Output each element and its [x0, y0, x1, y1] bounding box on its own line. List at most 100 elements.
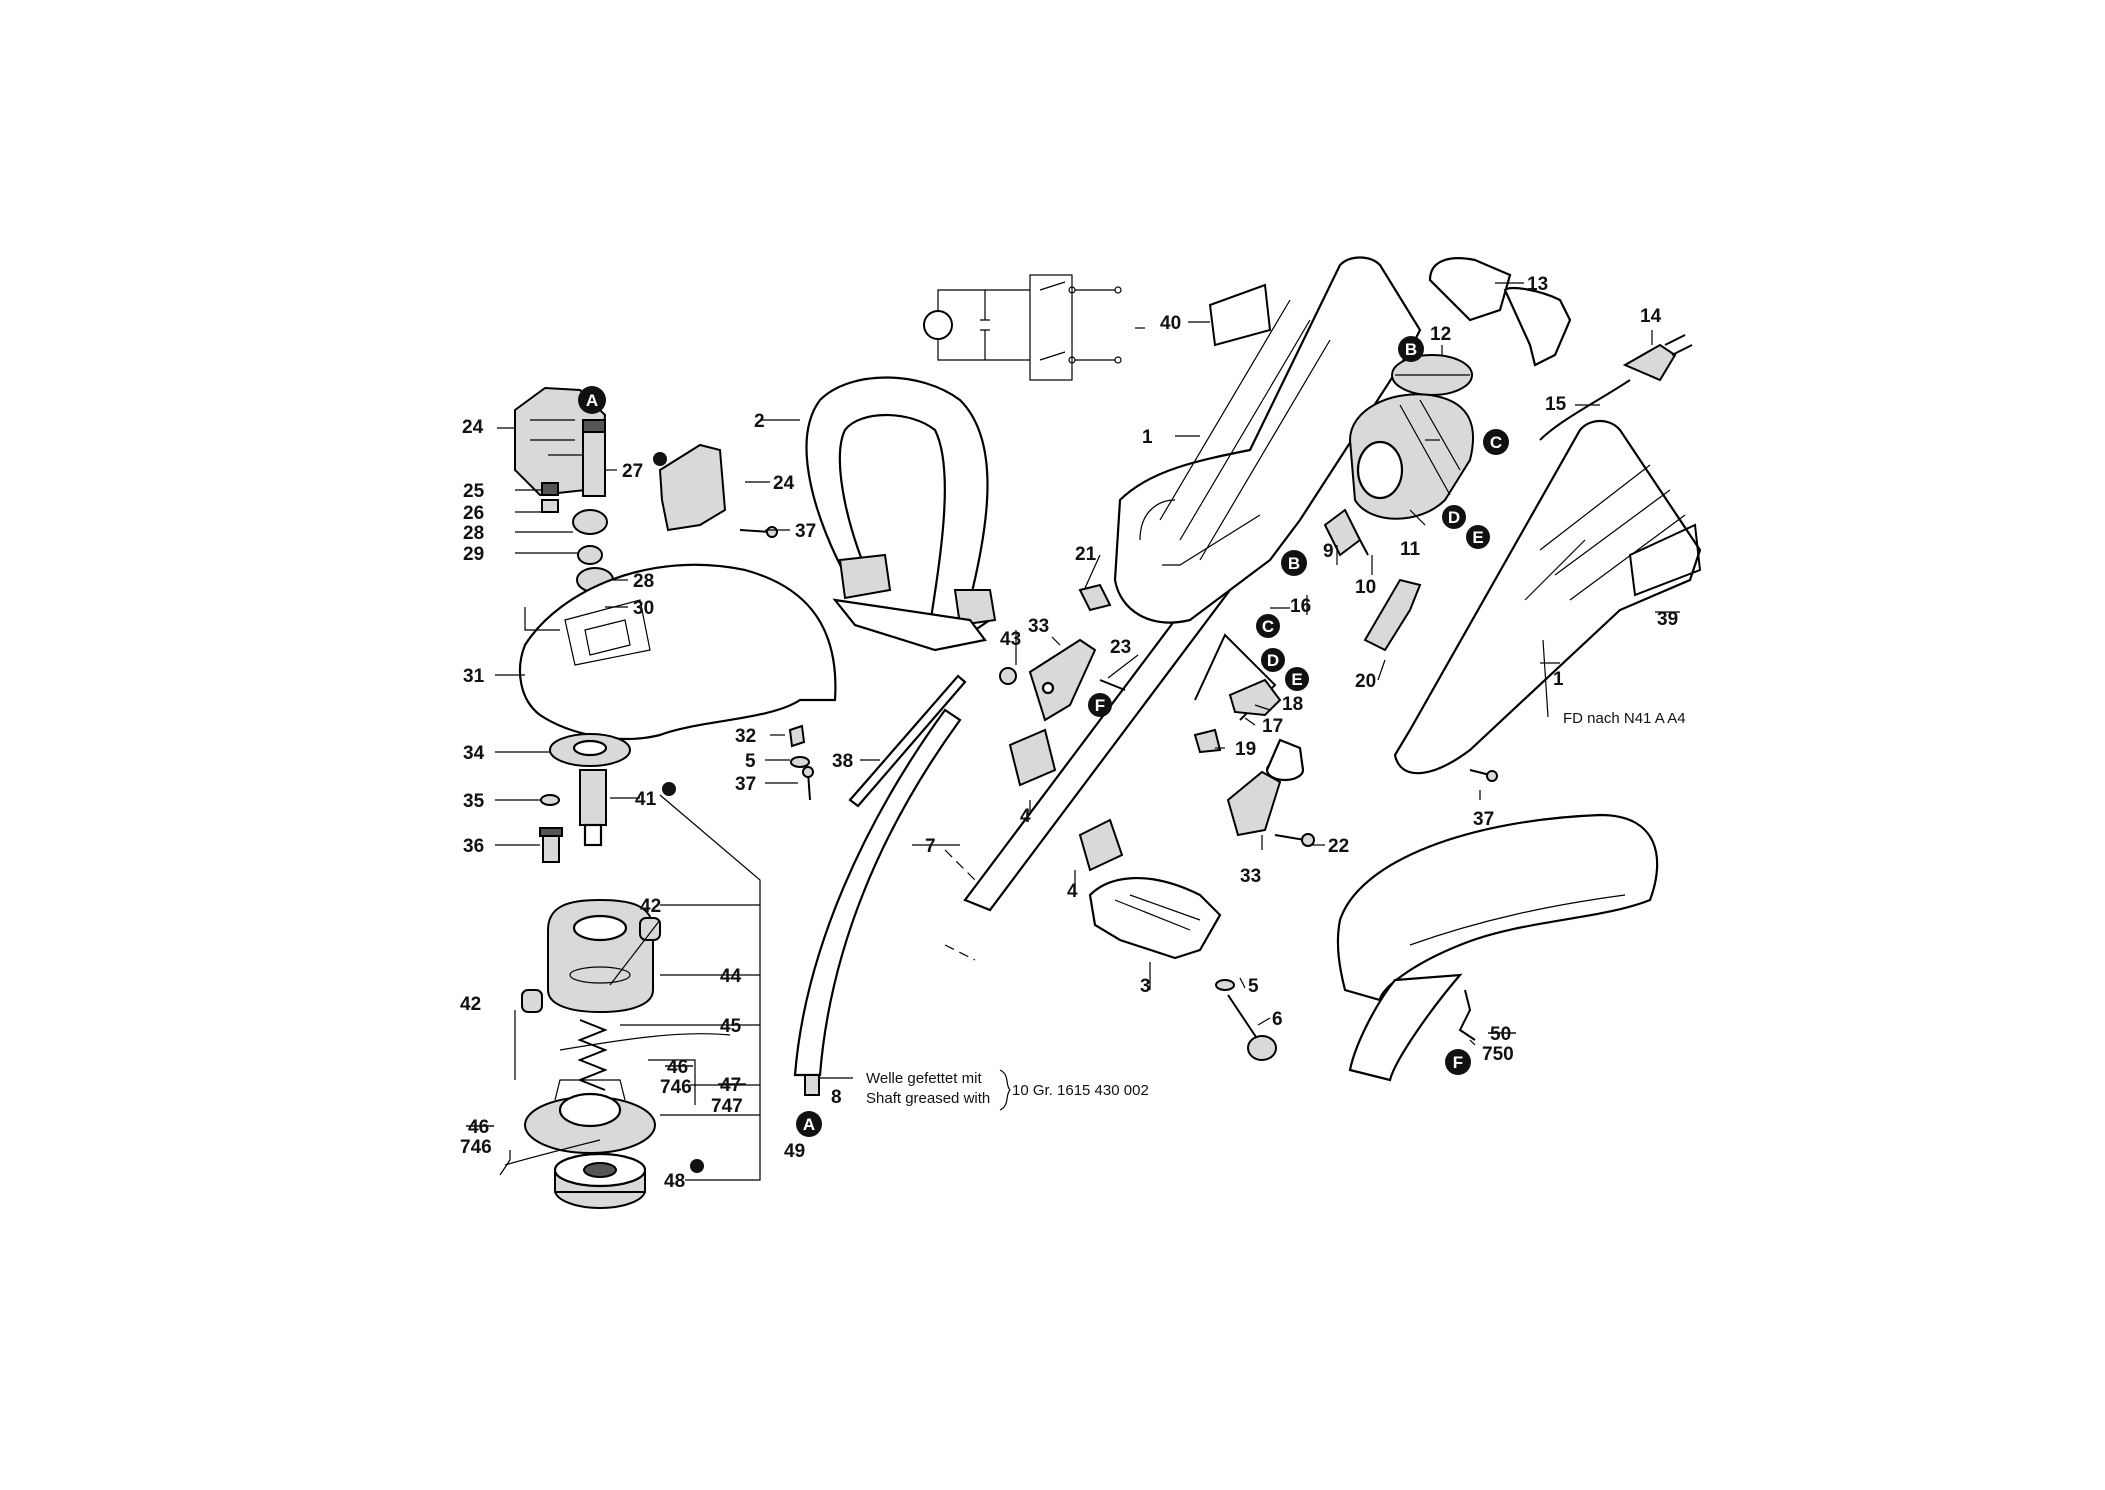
label-35: 35	[463, 791, 485, 812]
spacer-34	[549, 733, 631, 767]
callout-a-top: A	[578, 386, 606, 414]
bracket-lines	[499, 794, 761, 1181]
clamp-33-upper	[1028, 638, 1097, 722]
callout-a-bottom: A	[796, 1111, 822, 1137]
label-13: 13	[1527, 274, 1548, 295]
housing-half-1-left	[1113, 256, 1422, 624]
screw-37-middle	[802, 766, 814, 801]
svg-text:C: C	[1262, 617, 1274, 636]
label-747: 747	[711, 1096, 743, 1117]
bearing-28-top	[572, 509, 608, 535]
svg-text:E: E	[1291, 670, 1302, 689]
label-750: 750	[1482, 1044, 1514, 1065]
label-24-right: 24	[773, 473, 795, 494]
cap-48	[553, 1152, 647, 1209]
label-43: 43	[1000, 629, 1021, 650]
callout-d-motor: D	[1442, 505, 1466, 529]
label-3: 3	[1140, 976, 1151, 997]
label-34: 34	[463, 743, 485, 764]
label-17: 17	[1262, 716, 1283, 737]
hub-41	[579, 769, 607, 847]
grease-note-de: Welle gefettet mit	[866, 1070, 982, 1087]
label-40: 40	[1160, 313, 1181, 334]
label-30: 30	[633, 598, 654, 619]
label-38: 38	[832, 751, 853, 772]
grease-pointer	[820, 1069, 1011, 1111]
handle-2	[805, 376, 997, 652]
label-7: 7	[925, 836, 936, 857]
label-25: 25	[463, 481, 485, 502]
label-4-lower: 4	[1067, 881, 1078, 902]
label-1-left: 1	[1142, 427, 1153, 448]
label-37-middle: 37	[735, 774, 756, 795]
washer-5-lower	[1215, 979, 1235, 991]
pin-23	[1099, 679, 1126, 691]
wiring-schematic	[923, 274, 1122, 381]
part-26	[541, 499, 559, 513]
label-746-upper: 746	[660, 1077, 692, 1098]
label-746-lower: 746	[460, 1137, 492, 1158]
label-45: 45	[720, 1016, 742, 1037]
washer-35	[540, 794, 560, 806]
svg-text:B: B	[1405, 340, 1417, 359]
clamp-4-lower	[1078, 818, 1124, 872]
label-18: 18	[1282, 694, 1303, 715]
callout-f-clamp: F	[1088, 693, 1112, 717]
grease-note: Welle gefettet mit Shaft greased with 10…	[866, 1070, 1149, 1107]
part-19	[1193, 728, 1222, 754]
label-2: 2	[754, 411, 765, 432]
callout-d-switch: D	[1261, 648, 1285, 672]
screw-36	[539, 827, 563, 863]
nut-42-upper	[639, 917, 661, 941]
clamp-33-lower	[1226, 738, 1305, 837]
nut-43	[999, 667, 1017, 685]
label-42-upper: 42	[640, 896, 661, 917]
cover-24-right	[658, 443, 727, 532]
label-28-bottom: 28	[633, 571, 654, 592]
label-11: 11	[1400, 539, 1421, 560]
label-46-struck-upper: 46	[667, 1057, 688, 1078]
cover-13	[1428, 257, 1572, 367]
shaft-guide-lines	[944, 849, 976, 961]
svg-text:D: D	[1448, 508, 1460, 527]
svg-text:A: A	[586, 391, 598, 410]
label-10: 10	[1355, 577, 1376, 598]
nut-42-lower	[521, 989, 543, 1013]
ring-29	[577, 545, 603, 565]
callout-c-switch: C	[1256, 614, 1280, 638]
label-28-top: 28	[463, 523, 484, 544]
label-44: 44	[720, 966, 742, 987]
part-21	[1078, 583, 1112, 612]
label-22: 22	[1328, 836, 1349, 857]
fan-12	[1391, 354, 1473, 396]
grease-note-spec: 10 Gr. 1615 430 002	[1012, 1082, 1149, 1099]
guard-31	[518, 563, 837, 741]
shaft-27	[582, 419, 606, 497]
label-40	[1208, 283, 1272, 347]
strip-38	[848, 674, 967, 808]
screw-22	[1274, 833, 1315, 847]
spool-747	[524, 1079, 656, 1154]
label-9: 9	[1323, 541, 1334, 562]
foot-3	[1088, 877, 1222, 960]
svg-text:F: F	[1095, 696, 1105, 715]
label-15: 15	[1545, 394, 1567, 415]
label-29: 29	[463, 544, 484, 565]
leader-lines	[495, 282, 1680, 1046]
svg-text:B: B	[1288, 554, 1300, 573]
dot-marker-48	[690, 1159, 704, 1173]
label-4-upper: 4	[1020, 806, 1031, 827]
cord-15	[1539, 379, 1631, 441]
screw-37-right	[1469, 769, 1498, 782]
shoulder-strap	[1336, 813, 1659, 1082]
label-14: 14	[1640, 306, 1662, 327]
callout-b-shaft: B	[1281, 550, 1307, 576]
part-25	[541, 482, 559, 496]
callout-f-strap: F	[1445, 1049, 1471, 1075]
plug-14	[1622, 334, 1693, 382]
svg-text:D: D	[1267, 651, 1279, 670]
washer-5-upper	[790, 756, 810, 768]
label-36: 36	[463, 836, 484, 857]
spool-housing-44	[547, 898, 654, 1014]
